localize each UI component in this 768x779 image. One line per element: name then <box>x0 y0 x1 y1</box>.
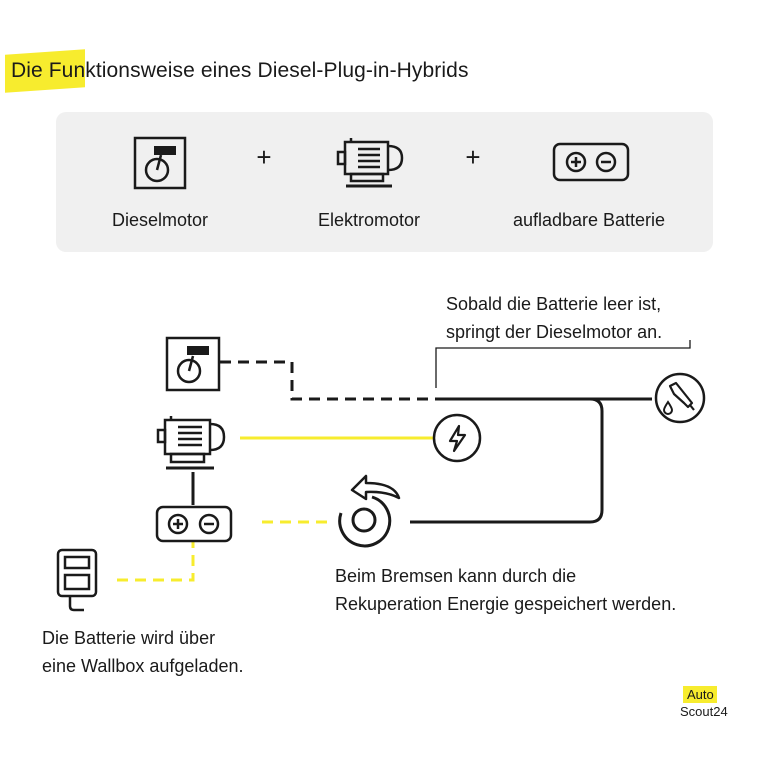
diesel-connection-dashed <box>220 360 436 401</box>
annotation-pointer-line <box>435 340 691 388</box>
components-panel: + + Dieselmotor Elektromotor aufladbare … <box>56 112 713 252</box>
component-label-batterie: aufladbare Batterie <box>512 210 666 230</box>
component-label-dieselmotor: Dieselmotor <box>111 210 209 230</box>
logo-text-auto: Auto <box>687 687 714 702</box>
annotation-recuperation: Beim Bremsen kann durch die Rekuperation… <box>335 562 676 618</box>
electric-motor-icon <box>336 138 404 188</box>
wallbox-icon <box>56 548 98 612</box>
wallbox-to-battery-dashed <box>117 542 195 582</box>
recuperation-icon <box>338 474 401 548</box>
diesel-engine-icon <box>133 136 187 190</box>
title-block: Die Funktionsweise eines Diesel-Plug-in-… <box>5 49 469 93</box>
battery-icon <box>155 505 233 543</box>
page-title: Die Funktionsweise eines Diesel-Plug-in-… <box>11 59 469 82</box>
plus-sign-2: + <box>465 142 481 172</box>
annotation-recuperation-line2: Rekuperation Energie gespeichert werden. <box>335 594 677 614</box>
annotation-battery-empty-line1: Sobald die Batterie leer ist, <box>446 294 662 314</box>
return-line <box>410 397 604 524</box>
logo-highlight <box>683 686 717 703</box>
annotation-wallbox-line2: eine Wallbox aufgeladen. <box>42 656 244 676</box>
fuel-nozzle-icon <box>654 372 706 424</box>
electric-motor-icon <box>156 416 226 470</box>
annotation-wallbox: Die Batterie wird über eine Wallbox aufg… <box>42 624 243 680</box>
annotation-battery-empty: Sobald die Batterie leer ist, springt de… <box>446 290 662 346</box>
component-label-elektromotor: Elektromotor <box>317 210 421 230</box>
electric-power-icon <box>432 413 482 463</box>
annotation-battery-empty-line2: springt der Dieselmotor an. <box>446 322 663 342</box>
annotation-wallbox-line1: Die Batterie wird über <box>42 628 216 648</box>
autoscout24-logo: Auto Scout24 <box>669 684 731 724</box>
annotation-recuperation-line1: Beim Bremsen kann durch die <box>335 566 577 586</box>
plus-sign-1: + <box>256 142 272 172</box>
logo-text-scout24: Scout24 <box>680 704 728 719</box>
battery-icon <box>552 142 630 182</box>
diesel-engine-icon <box>165 336 221 392</box>
